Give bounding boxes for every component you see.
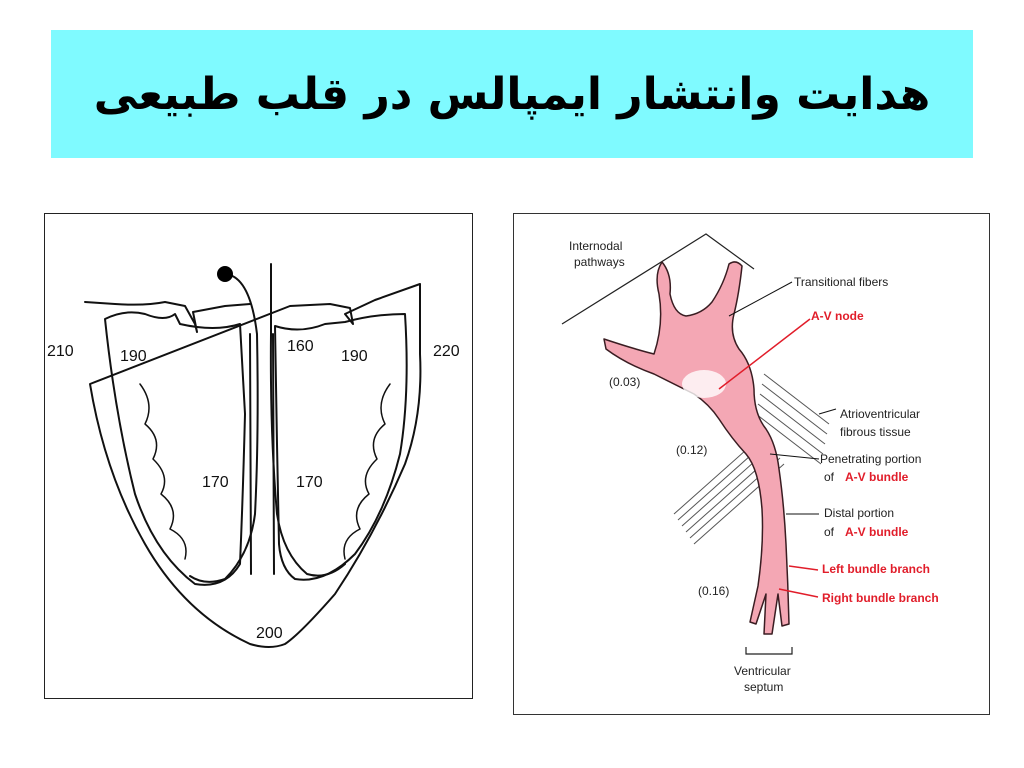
- right-purkinje: [343, 383, 391, 560]
- label-penetrating-bundle: A-V bundle: [845, 470, 909, 484]
- time-label-170-right: 170: [296, 474, 323, 491]
- label-distal-bundle: A-V bundle: [845, 525, 909, 539]
- time-label-190-right: 190: [341, 348, 368, 365]
- heart-outline: [84, 283, 422, 648]
- av-node-highlight: [682, 370, 726, 398]
- red-leaders: [718, 318, 819, 598]
- page-title: هدایت وانتشار ایمپالس در قلب طبیعی: [93, 68, 931, 120]
- label-ventricular-2: septum: [744, 680, 783, 694]
- label-atrioventricular-2: fibrous tissue: [840, 425, 911, 439]
- fibrous-tissue-right: [755, 373, 830, 465]
- label-atrioventricular-1: Atrioventricular: [840, 407, 920, 421]
- label-t003: (0.03): [609, 375, 640, 389]
- label-t012: (0.12): [676, 443, 707, 457]
- time-label-170-left: 170: [202, 474, 229, 491]
- time-label-160: 160: [287, 338, 314, 355]
- label-right-bundle-branch: Right bundle branch: [822, 591, 939, 605]
- label-t016: (0.16): [698, 584, 729, 598]
- electrode-wire-right: [269, 263, 346, 577]
- electrode-wire: [189, 273, 259, 583]
- time-label-190-left: 190: [120, 348, 147, 365]
- label-internodal-2: pathways: [574, 255, 625, 269]
- time-label-210: 210: [47, 343, 74, 360]
- label-leaders: [728, 281, 837, 515]
- label-transitional-fibers: Transitional fibers: [794, 275, 888, 289]
- left-purkinje: [139, 383, 187, 560]
- internodal-bracket: [561, 233, 755, 325]
- left-chamber-outline: [104, 311, 246, 586]
- title-banner: هدایت وانتشار ایمپالس در قلب طبیعی: [51, 30, 973, 158]
- septum-bracket: [745, 647, 793, 655]
- label-av-node: A-V node: [811, 309, 864, 323]
- av-node-tissue: [603, 261, 790, 635]
- label-internodal-1: Internodal: [569, 239, 622, 253]
- time-label-200: 200: [256, 625, 283, 642]
- right-chamber-outline: [274, 313, 408, 581]
- label-distal-of: of: [824, 525, 835, 539]
- label-distal-1: Distal portion: [824, 506, 894, 520]
- label-left-bundle-branch: Left bundle branch: [822, 562, 930, 576]
- heart-conduction-diagram: 210 190 160 190 220 170 170 200: [44, 213, 473, 699]
- heart-conduction-svg: 210 190 160 190 220 170 170 200: [47, 263, 460, 648]
- time-label-220: 220: [433, 343, 460, 360]
- av-conduction-svg: Internodal pathways Transitional fibers …: [561, 233, 939, 694]
- electrode-tip: [217, 266, 233, 282]
- label-ventricular-1: Ventricular: [734, 664, 791, 678]
- label-penetrating-1: Penetrating portion: [820, 452, 921, 466]
- label-penetrating-of: of: [824, 470, 835, 484]
- av-conduction-system-diagram: Internodal pathways Transitional fibers …: [513, 213, 990, 715]
